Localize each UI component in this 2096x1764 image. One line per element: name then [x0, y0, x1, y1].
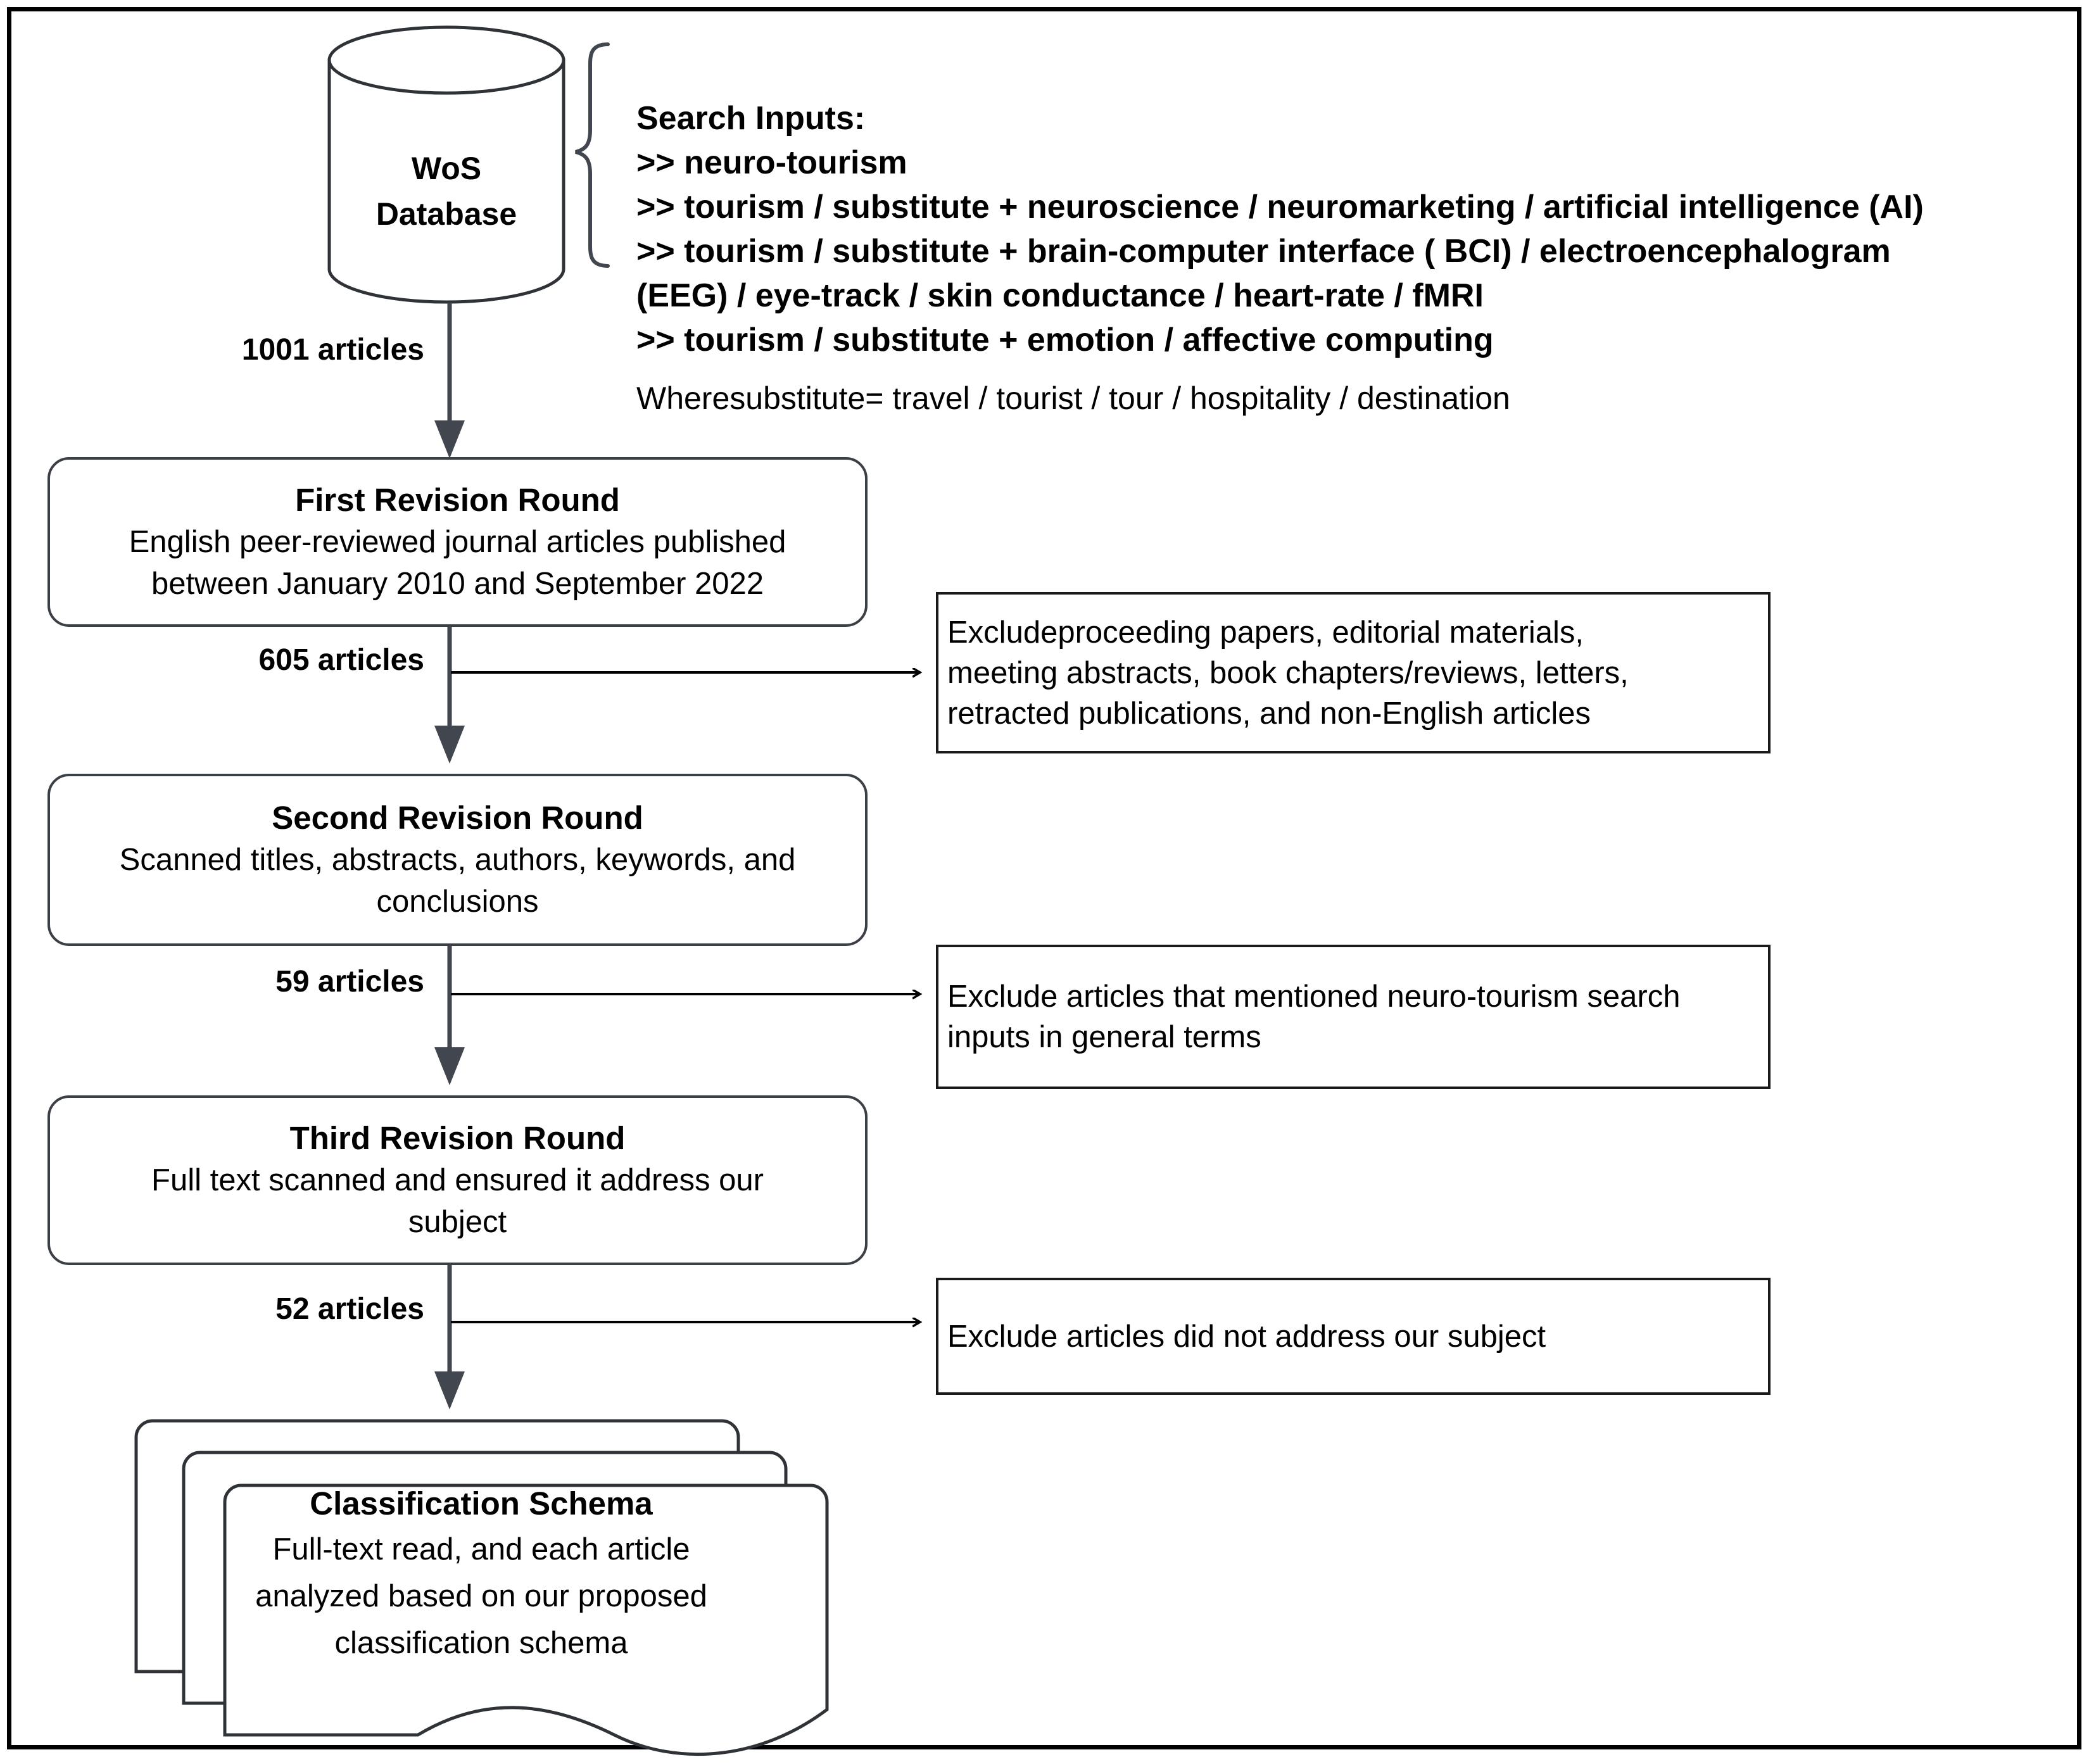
classification-schema-text: Classification Schema Full-text read, an…: [190, 1482, 773, 1666]
database-label-line2: Database: [376, 196, 517, 232]
exclusion-1-line2: meeting abstracts, book chapters/reviews…: [947, 655, 1629, 690]
database-label: WoS Database: [313, 146, 579, 237]
stage-box-third-revision-round[interactable]: Third Revision Round Full text scanned a…: [47, 1095, 868, 1265]
database-label-line1: WoS: [411, 151, 482, 186]
stage-body-first-line1: English peer-reviewed journal articles p…: [129, 525, 786, 559]
stage-title-third: Third Revision Round: [289, 1120, 626, 1156]
stage-box-second-revision-round[interactable]: Second Revision Round Scanned titles, ab…: [47, 774, 868, 946]
schema-body-line2: analyzed based on our proposed: [255, 1579, 707, 1613]
search-input-line-1: >> neuro-tourism: [636, 144, 907, 181]
search-inputs-block: Search Inputs: >> neuro-tourism >> touri…: [636, 96, 2036, 420]
stage-box-first-revision-round[interactable]: First Revision Round English peer-review…: [47, 457, 868, 627]
search-substitute-note: Wheresubstitute= travel / tourist / tour…: [636, 381, 1510, 416]
search-inputs-heading: Search Inputs:: [636, 100, 866, 137]
schema-body-line3: classification schema: [334, 1626, 628, 1660]
exclusion-3-line1: Exclude articles did not address our sub…: [947, 1319, 1546, 1354]
stage-body-first-line2: between January 2010 and September 2022: [151, 567, 764, 601]
exclusion-1-line3: retracted publications, and non-English …: [947, 696, 1591, 731]
search-input-line-2: >> tourism / substitute + neuroscience /…: [636, 189, 1924, 225]
schema-body-line1: Full-text read, and each article: [272, 1532, 690, 1566]
count-after-third-round: 52 articles: [275, 1292, 424, 1326]
exclusion-text-2: Exclude articles that mentioned neuro-to…: [947, 976, 1681, 1057]
stage-body-second-line2: conclusions: [376, 885, 539, 919]
stage-title-first: First Revision Round: [295, 482, 620, 518]
exclusion-text-3: Exclude articles did not address our sub…: [947, 1316, 1546, 1357]
search-input-line-5: >> tourism / substitute + emotion / affe…: [636, 322, 1494, 358]
exclusion-text-1: Excludeproceeding papers, editorial mate…: [947, 612, 1629, 734]
search-input-line-3: >> tourism / substitute + brain-computer…: [636, 233, 1891, 270]
exclusion-1-line1: Excludeproceeding papers, editorial mate…: [947, 615, 1584, 650]
stage-body-second-line1: Scanned titles, abstracts, authors, keyw…: [119, 843, 796, 877]
stage-body-third-line1: Full text scanned and ensured it address…: [151, 1163, 764, 1197]
exclusion-box-2[interactable]: Exclude articles that mentioned neuro-to…: [936, 945, 1771, 1089]
exclusion-2-line1: Exclude articles that mentioned neuro-to…: [947, 980, 1681, 1014]
exclusion-2-line2: inputs in general terms: [947, 1020, 1261, 1054]
schema-title: Classification Schema: [310, 1485, 653, 1521]
stage-body-third-line2: subject: [408, 1205, 507, 1239]
search-input-line-4: (EEG) / eye-track / skin conductance / h…: [636, 277, 1484, 314]
count-after-first-round: 605 articles: [258, 643, 424, 677]
exclusion-box-3[interactable]: Exclude articles did not address our sub…: [936, 1278, 1771, 1395]
stage-title-second: Second Revision Round: [272, 800, 643, 836]
count-from-database: 1001 articles: [241, 333, 424, 367]
count-after-second-round: 59 articles: [275, 965, 424, 999]
exclusion-box-1[interactable]: Excludeproceeding papers, editorial mate…: [936, 592, 1771, 753]
